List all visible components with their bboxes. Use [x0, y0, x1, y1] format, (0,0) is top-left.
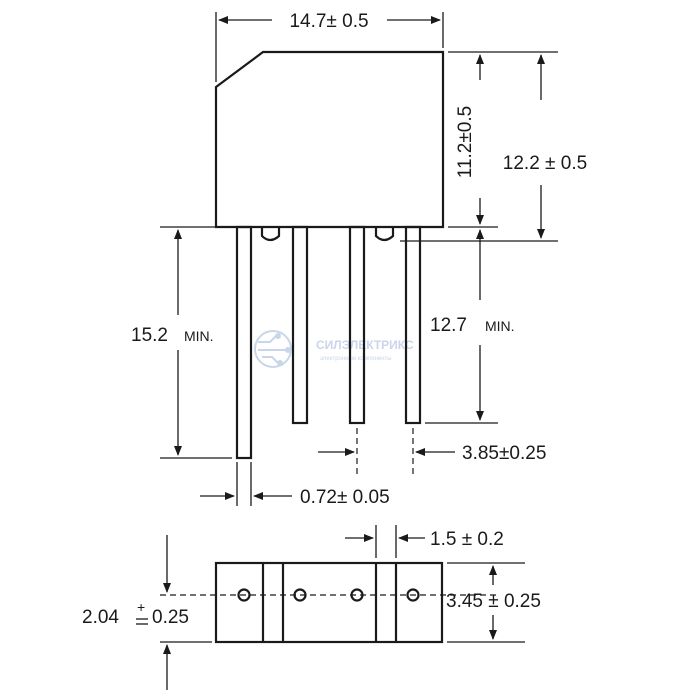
dim-lead-length-long-suffix: MIN.	[184, 328, 214, 344]
dim-lead-length-short-suffix: MIN.	[485, 318, 515, 334]
dim-lead-pitch: 3.85±0.25	[318, 428, 546, 476]
watermark: СИЛЭЛЕКТРИКС электронные компоненты	[254, 330, 414, 368]
lead-hole-1	[237, 588, 251, 602]
dim-body-thickness: 3.45 ± 0.25	[446, 562, 541, 643]
watermark-logo-icon	[254, 330, 292, 368]
lead-3	[348, 225, 366, 425]
lead-hole-4	[406, 588, 420, 602]
dim-lead-length-short: 12.7 MIN.	[425, 226, 515, 424]
dim-lead-offset-tol: 0.25	[152, 607, 189, 628]
dim-lead-width: 0.72± 0.05	[200, 462, 390, 508]
standoff-right	[374, 227, 395, 242]
dim-lead-length-short-value: 12.7	[430, 315, 467, 336]
dim-body-height-b: 12.2 ± 0.5	[400, 51, 587, 242]
lead-hole-3	[350, 588, 364, 602]
dim-body-height-a-label: 11.2±0.5	[455, 106, 476, 178]
svg-text:+: +	[137, 599, 145, 615]
dim-body-width: 14.7± 0.5	[215, 11, 444, 82]
dim-lead-width-label: 0.72± 0.05	[300, 487, 390, 508]
lead-1	[235, 225, 253, 460]
dim-body-height-b-label: 12.2 ± 0.5	[503, 153, 587, 174]
package-body-front	[214, 50, 445, 229]
watermark-subtitle: электронные компоненты	[320, 356, 392, 362]
dim-lead-length-long: 15.2 MIN.	[131, 226, 232, 459]
dim-body-height-a: 11.2±0.5	[448, 51, 498, 225]
plus-minus-stacked-icon: +	[136, 599, 148, 625]
dim-body-thickness-label: 3.45 ± 0.25	[446, 591, 541, 612]
dim-lead-length-long-value: 15.2	[131, 325, 168, 346]
dim-lead-pitch-label: 3.85±0.25	[462, 443, 546, 464]
lead-4	[404, 225, 422, 425]
dim-body-offset: 1.5 ± 0.2	[345, 525, 504, 558]
dim-body-width-label: 14.7± 0.5	[289, 11, 368, 32]
package-body-bottom	[214, 561, 444, 644]
lead-hole-2	[293, 588, 307, 602]
standoff-left	[260, 227, 281, 242]
lead-2	[291, 225, 309, 425]
dim-lead-offset-value: 2.04	[82, 607, 119, 628]
dim-lead-offset: 2.04 + 0.25	[82, 535, 212, 690]
dim-body-offset-label: 1.5 ± 0.2	[430, 529, 504, 550]
